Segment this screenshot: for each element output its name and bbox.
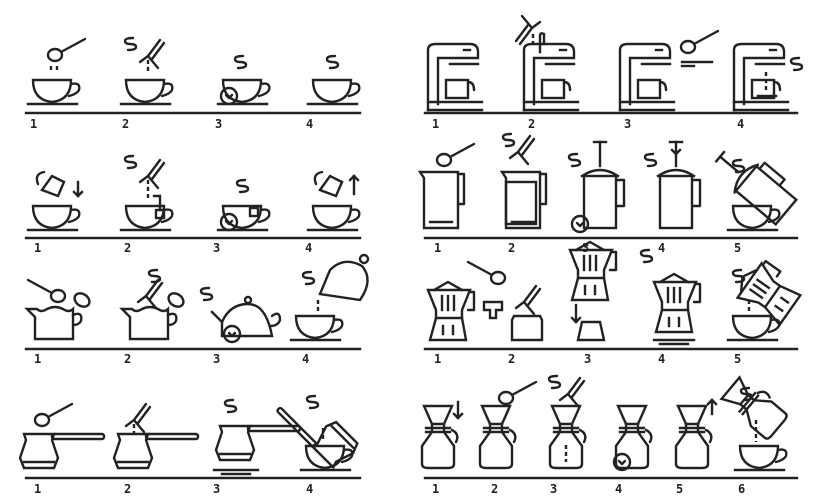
- drip-timer-icon: [612, 404, 653, 472]
- moka-pot-icon: [426, 280, 476, 342]
- coffee-machine-icon: [426, 42, 484, 112]
- spoon-coffee-into-cezve-icon: [18, 402, 106, 470]
- pour-water-into-press-icon: [500, 132, 548, 230]
- step-number: 4: [737, 117, 745, 131]
- spoon-tea-into-teapot-icon: [25, 278, 91, 341]
- step-number: 2: [124, 352, 132, 366]
- step-number: 2: [124, 482, 132, 496]
- pour-press-into-cup-icon: [707, 137, 803, 232]
- spoon-sugar-into-cup-icon: [26, 37, 87, 106]
- step-number: 5: [676, 482, 684, 496]
- step-number: 4: [302, 352, 310, 366]
- kettle-pour-hot-water-into-cup-icon: [119, 36, 174, 106]
- spoon-coffee-into-press-icon: [418, 142, 476, 230]
- press-steep-timer-icon: [567, 140, 626, 234]
- moka-pot-on-stove-icon: [639, 248, 702, 346]
- step-number: 5: [734, 352, 742, 366]
- fill-funnel-and-water-icon: [466, 260, 544, 342]
- spoon-coffee-into-filter-icon: [478, 380, 538, 470]
- step-number: 1: [30, 117, 38, 131]
- teapot-steep-timer-icon: [199, 286, 282, 344]
- step-number: 1: [432, 117, 440, 131]
- pour-water-over-icon: [547, 374, 587, 470]
- step-number: 1: [434, 352, 442, 366]
- step-number: 1: [434, 241, 442, 255]
- step-number: 1: [34, 352, 42, 366]
- cezve-on-stove-icon: [212, 398, 302, 476]
- step-number: 3: [582, 241, 590, 255]
- pour-water-into-teapot-icon: [120, 268, 185, 341]
- step-number: 4: [306, 482, 314, 496]
- step-number: 6: [738, 482, 746, 496]
- step-number: 2: [508, 241, 516, 255]
- tea-bag-down-into-cup-icon: [26, 170, 84, 232]
- step-number: 2: [508, 352, 516, 366]
- step-number: 3: [550, 482, 558, 496]
- step-number: 4: [658, 241, 666, 255]
- step-number: 2: [491, 482, 499, 496]
- step-number: 1: [34, 241, 42, 255]
- step-number: 4: [615, 482, 623, 496]
- step-number: 4: [306, 117, 314, 131]
- tea-steep-timer-icon: [216, 178, 271, 232]
- tea-bag-up-out-of-cup-icon: [306, 170, 361, 232]
- step-number: 5: [734, 241, 742, 255]
- step-number: 3: [213, 352, 221, 366]
- pour-water-on-tea-bag-icon: [119, 154, 174, 232]
- pour-teapot-into-cup-icon: [289, 253, 370, 342]
- push-plunger-down-icon: [643, 140, 702, 230]
- step-number: 4: [305, 241, 313, 255]
- machine-brewing-steam-icon: [732, 42, 804, 112]
- remove-filter-up-icon: [674, 398, 718, 470]
- pour-chemex-into-cup-icon: [719, 372, 792, 472]
- step-number: 3: [213, 482, 221, 496]
- step-number: 1: [34, 482, 42, 496]
- step-number: 3: [213, 241, 221, 255]
- step-number: 3: [584, 352, 592, 366]
- place-filter-down-icon: [420, 400, 464, 470]
- pour-water-into-cezve-icon: [112, 402, 200, 470]
- pour-moka-into-cup-icon: [726, 254, 807, 342]
- step-number: 4: [658, 352, 666, 366]
- step-number: 3: [215, 117, 223, 131]
- step-number: 2: [124, 241, 132, 255]
- step-number: 1: [432, 482, 440, 496]
- pour-cezve-into-cup-icon: [275, 385, 362, 472]
- step-number: 3: [624, 117, 632, 131]
- pour-water-into-machine-icon: [514, 14, 580, 112]
- add-ground-coffee-to-filter-icon: [618, 29, 720, 112]
- steaming-cup-timer-icon: [216, 54, 271, 106]
- assemble-moka-pot-icon: [568, 240, 618, 342]
- steaming-cup-icon: [306, 54, 361, 106]
- step-number: 2: [122, 117, 130, 131]
- baselines: [24, 111, 799, 480]
- step-number: 2: [528, 117, 536, 131]
